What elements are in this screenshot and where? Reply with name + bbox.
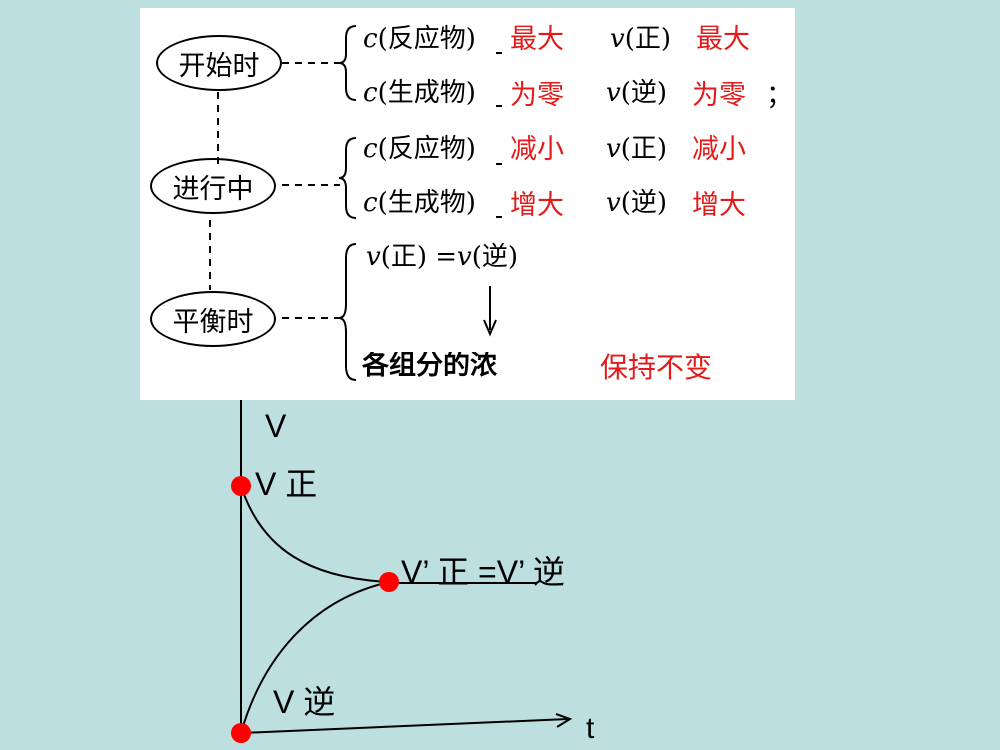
- row4-conc: c(生成物): [363, 188, 476, 218]
- y-axis-label: V: [265, 408, 287, 444]
- row2-conc-state: 为零: [510, 80, 564, 111]
- x-axis-label: t: [586, 712, 595, 745]
- forward-rate-label: V 正: [255, 466, 318, 502]
- forward-start-point: [231, 476, 251, 496]
- row4-rate: v(逆): [606, 188, 667, 218]
- brace-eq: [338, 243, 357, 381]
- brace-middle: [338, 137, 357, 219]
- row3-rate: v(正): [606, 134, 667, 164]
- stage-start-label: 开始时: [178, 50, 260, 82]
- row1-rate: v(正): [610, 24, 671, 54]
- eq-relation: v(正) =v(逆): [366, 242, 519, 272]
- row3-conc-state: 减小: [510, 134, 564, 165]
- row3-rate-state: 减小: [692, 134, 746, 165]
- x-axis-arrow: [555, 713, 573, 728]
- stage-middle-label: 进行中: [172, 173, 254, 205]
- eq-components: 各组分的浓: [362, 352, 497, 379]
- stage-start-oval: 开始时: [156, 35, 282, 91]
- summary-panel: 开始时 进行中 平衡时 c(反应物) 最大 v(正) 最大 c(生成物) 为零 …: [140, 8, 795, 400]
- equal-rate-label: V’ 正 =V’ 逆: [401, 554, 565, 590]
- reverse-rate-label: V 逆: [273, 684, 336, 720]
- stage-middle-oval: 进行中: [150, 158, 276, 214]
- brace-start: [338, 25, 357, 101]
- row3-conc: c(反应物): [363, 134, 476, 164]
- eq-result: 保持不变: [600, 351, 713, 384]
- row1-rate-state: 最大: [696, 24, 750, 55]
- x-axis: [240, 718, 569, 734]
- row1-conc-state: 最大: [510, 24, 564, 55]
- row2-tail: ；: [766, 80, 793, 111]
- row2-conc: c(生成物): [363, 78, 476, 108]
- equilibrium-point: [379, 572, 399, 592]
- row2-rate: v(逆): [606, 78, 667, 108]
- row2-rate-state: 为零: [692, 80, 746, 111]
- panel-connectors: [209, 25, 502, 381]
- row1-conc: c(反应物): [363, 24, 476, 54]
- origin-point: [231, 723, 251, 743]
- row4-rate-state: 增大: [692, 190, 746, 221]
- stage-eq-label: 平衡时: [172, 306, 254, 338]
- row4-conc-state: 增大: [510, 190, 564, 221]
- stage-eq-oval: 平衡时: [150, 291, 276, 347]
